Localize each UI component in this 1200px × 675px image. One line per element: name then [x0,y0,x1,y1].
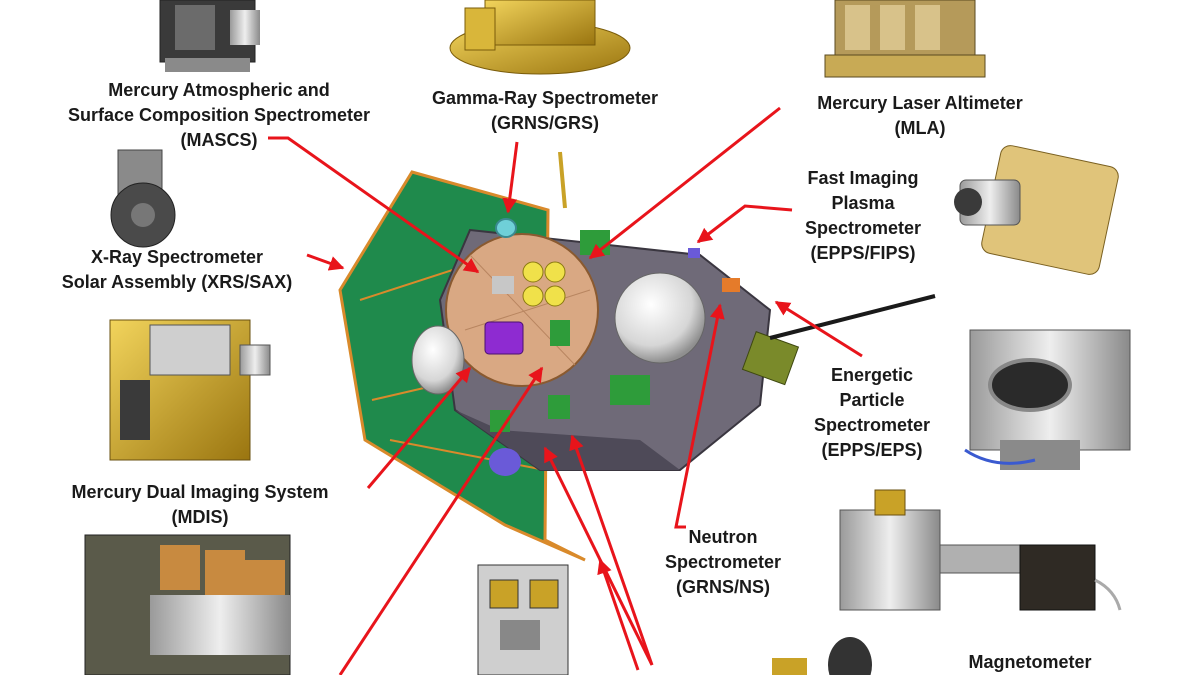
label-xrs-line2: Solar Assembly (XRS/SAX) [61,272,293,292]
label-ns: Neutron Spectrometer (GRNS/NS) [658,525,788,600]
label-eps-line2: Particle [839,390,905,410]
fips-instrument-image [954,145,1119,275]
eps-instrument-image [964,329,1131,470]
label-mdis: Mercury Dual Imaging System (MDIS) [40,480,360,530]
grs-instrument-image [449,0,631,75]
label-eps: Energetic Particle Spectrometer (EPPS/EP… [792,363,952,463]
label-ns-line1: Neutron [688,527,758,547]
label-fips: Fast Imaging Plasma Spectrometer (EPPS/F… [783,166,943,266]
messenger-spacecraft [338,151,936,562]
label-mla: Mercury Laser Altimeter (MLA) [790,91,1050,141]
label-fips-line4: (EPPS/FIPS) [810,243,916,263]
arrow-eps [774,300,863,358]
arrow-fips [696,204,793,244]
partial-instrument-bottom-image [772,637,872,675]
mdis-instrument-image [109,319,271,461]
label-ns-line2: Spectrometer [664,552,782,572]
arrow-bottom-1 [543,446,654,666]
pointer-arrows [268,106,863,675]
label-mla-line2: (MLA) [894,118,946,138]
label-mascs-line1: Mercury Atmospheric and [108,80,330,100]
arrow-mdis [366,366,472,489]
arrow-mascs [268,136,480,274]
label-magnetometer-line1: Magnetometer [968,652,1092,672]
label-eps-line3: Spectrometer [813,415,931,435]
label-grs-line2: (GRNS/GRS) [491,113,599,133]
xrs-instrument-image [110,149,176,248]
label-grs: Gamma-Ray Spectrometer (GRNS/GRS) [405,86,685,136]
label-magnetometer: Magnetometer [945,650,1115,675]
label-grs-line1: Gamma-Ray Spectrometer [431,88,659,108]
label-mascs-line3: (MASCS) [180,130,258,150]
label-eps-line1: Energetic [830,365,914,385]
arrow-grs [502,141,519,214]
label-eps-line4: (EPPS/EPS) [821,440,923,460]
arrow-bottom-3 [597,558,640,671]
label-xrs-line1: X-Ray Spectrometer [90,247,264,267]
arrow-mla [588,106,781,260]
electronics-board-image [477,564,569,675]
arrow-xrs [306,253,345,271]
magnetometer-instrument-image [839,489,1122,611]
label-mascs: Mercury Atmospheric and Surface Composit… [44,78,394,153]
label-mdis-line1: Mercury Dual Imaging System [71,482,329,502]
label-mla-line1: Mercury Laser Altimeter [817,93,1023,113]
mascs-instrument-image [159,0,260,72]
label-fips-line2: Plasma [831,193,895,213]
ns-instrument-image [84,534,291,675]
label-fips-line3: Spectrometer [804,218,922,238]
label-ns-line3: (GRNS/NS) [676,577,770,597]
mla-instrument-image [824,0,986,78]
arrow-bottom-2 [569,434,654,666]
label-mdis-line2: (MDIS) [171,507,229,527]
label-xrs: X-Ray Spectrometer Solar Assembly (XRS/S… [42,245,312,295]
label-mascs-line2: Surface Composition Spectrometer [67,105,371,125]
arrow-ns [674,303,725,529]
arrow-bottom-left [338,366,544,675]
label-fips-line1: Fast Imaging [807,168,919,188]
